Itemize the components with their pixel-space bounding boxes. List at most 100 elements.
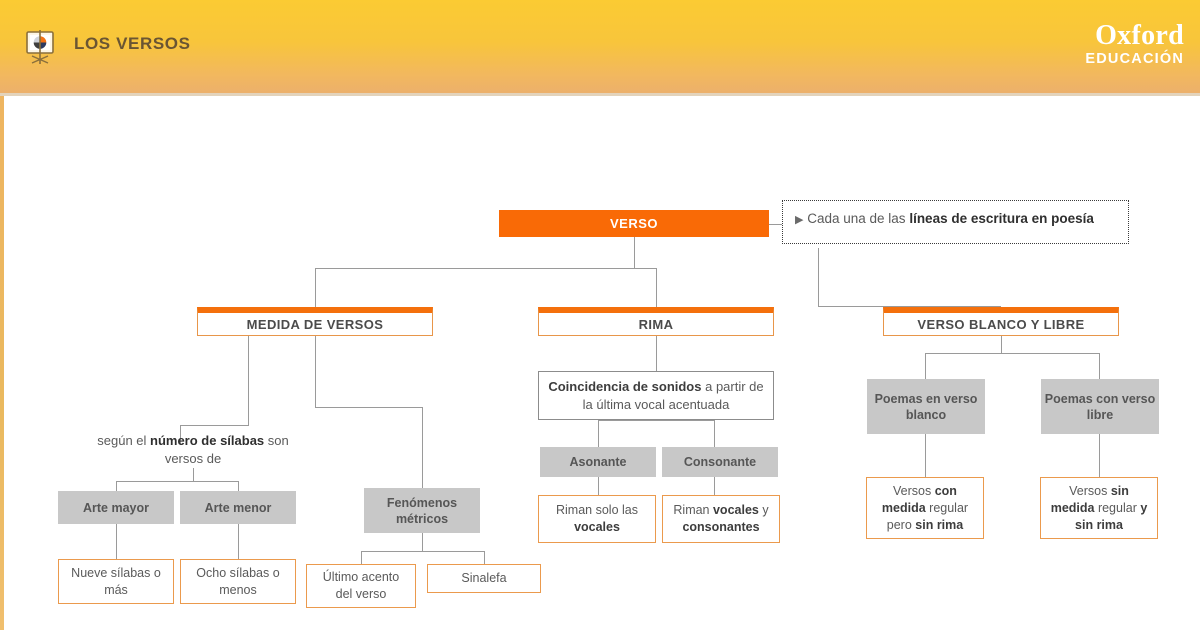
connector-to-fenomenos [422, 407, 423, 488]
leaf-asonante-plain-1: Riman solo las [556, 503, 638, 517]
leaf-libre-bold-1: sin medida [1050, 483, 1129, 515]
callout-bullet-icon: ▶ [795, 214, 804, 226]
node-poemas-verso-blanco[interactable]: Poemas en verso blanco [867, 379, 985, 434]
connector-to-sinalefa [484, 551, 485, 564]
connector-arte-mayor-leaf [116, 524, 117, 559]
oxford-logo-subtitle: EDUCACIÓN [1085, 51, 1184, 67]
concept-map-canvas: VERSO ▶ Cada una de las líneas de escrit… [0, 96, 1200, 630]
node-verso-blanco-y-libre[interactable]: VERSO BLANCO Y LIBRE [883, 307, 1119, 336]
node-arte-mayor[interactable]: Arte mayor [58, 491, 174, 524]
page-title: LOS VERSOS [74, 34, 191, 53]
connector-to-verso-blanco [818, 306, 1001, 307]
leaf-blanco-bold-2: sin rima [915, 517, 964, 532]
connector-asonante-leaf [598, 477, 599, 495]
page-header: LOS VERSOS Oxford EDUCACIÓN [0, 0, 1200, 93]
node-rima-definition: Coincidencia de sonidos a partir de la ú… [538, 371, 774, 420]
leaf-consonante-bold-2: consonantes [682, 520, 760, 534]
node-verso-root[interactable]: VERSO [499, 210, 769, 237]
connector-root-stem [634, 237, 635, 268]
callout-text-plain: Cada una de las [807, 211, 910, 226]
connector-to-rima [656, 268, 657, 307]
leaf-consonante-plain-1: Riman [673, 503, 713, 517]
node-poemas-verso-libre[interactable]: Poemas con verso libre [1041, 379, 1159, 434]
node-arte-menor-label: Arte menor [204, 500, 272, 515]
node-consonante-label: Consonante [683, 455, 757, 469]
leaf-sinalefa-text: Sinalefa [461, 571, 507, 585]
connector-to-ultimo-acento [361, 551, 362, 564]
leaf-poemas-libre-desc[interactable]: Versos sin medida regular y sin rima [1040, 477, 1158, 539]
connector-rima-stem [656, 336, 657, 371]
node-consonante[interactable]: Consonante [662, 447, 778, 477]
node-verso-blanco-label: VERSO BLANCO Y LIBRE [917, 316, 1085, 332]
leaf-ocho-silabas[interactable]: Ocho sílabas o menos [180, 559, 296, 604]
node-arte-menor[interactable]: Arte menor [180, 491, 296, 524]
node-poemas-libre-label: Poemas con verso libre [1044, 391, 1156, 422]
node-asonante[interactable]: Asonante [540, 447, 656, 477]
node-fenomenos-label: Fenómenos métricos [386, 495, 458, 526]
connector-arte-menor-leaf [238, 524, 239, 559]
leaf-asonante-desc[interactable]: Riman solo las vocales [538, 495, 656, 543]
node-fenomenos-metricos[interactable]: Fenómenos métricos [364, 488, 480, 533]
leaf-libre-plain-1: Versos [1069, 483, 1111, 498]
connector-consonante-leaf [714, 477, 715, 495]
oxford-logo-word: Oxford [1095, 20, 1184, 51]
node-verso-root-label: VERSO [609, 216, 658, 231]
leaf-poemas-blanco-desc[interactable]: Versos con medida regular pero sin rima [866, 477, 984, 539]
leaf-consonante-desc[interactable]: Riman vocales y consonantes [662, 495, 780, 543]
connector-root-bar [315, 268, 656, 269]
leaf-libre-bold-2: y sin rima [1075, 500, 1148, 532]
leaf-nueve-silabas-text: Nueve sílabas o más [71, 565, 161, 597]
connector-consonante [714, 420, 715, 447]
leaf-asonante-bold-1: vocales [574, 520, 620, 534]
connector-to-arte-menor [238, 481, 239, 491]
connector-medida-left [248, 336, 249, 426]
note-numero-de-silabas: según el número de sílabas son versos de [93, 432, 293, 468]
node-medida-de-versos[interactable]: MEDIDA DE VERSOS [197, 307, 433, 336]
note-plain-1: según el [97, 433, 151, 448]
node-rima-label: RIMA [638, 316, 674, 332]
connector-medida-right-h [315, 407, 423, 408]
connector-root-to-callout [769, 224, 783, 225]
rima-definition-bold: Coincidencia de sonidos [548, 378, 702, 394]
leaf-blanco-plain-1: Versos [893, 483, 935, 498]
leaf-ultimo-acento[interactable]: Último acento del verso [306, 564, 416, 608]
connector-blanco-stem [1001, 336, 1002, 354]
header-divider [0, 93, 1200, 96]
node-asonante-label: Asonante [569, 455, 627, 469]
connector-to-arte-mayor [116, 481, 117, 491]
leaf-consonante-bold-1: vocales [712, 503, 759, 517]
connector-poemas-libre-leaf [1099, 434, 1100, 477]
connector-blanco-bar [925, 353, 1100, 354]
connector-rima-def-bar [598, 420, 715, 421]
connector-arte-bar [116, 481, 239, 482]
leaf-libre-plain-2: regular [1094, 500, 1141, 515]
leaf-sinalefa[interactable]: Sinalefa [427, 564, 541, 593]
connector-to-poemas-blanco [925, 353, 926, 379]
node-arte-mayor-label: Arte mayor [83, 500, 149, 515]
connector-asonante [598, 420, 599, 447]
connector-to-poemas-libre [1099, 353, 1100, 379]
leaf-ultimo-acento-text: Último acento del verso [322, 570, 400, 601]
note-plain-2: son versos de [164, 433, 289, 466]
connector-medida-left-h [180, 425, 249, 426]
note-bold-1: número de sílabas [150, 433, 265, 448]
connector-medida-right [315, 336, 316, 408]
node-poemas-blanco-label: Poemas en verso blanco [874, 391, 978, 422]
connector-medida-left-drop [180, 425, 181, 445]
connector-poemas-blanco-leaf [925, 434, 926, 477]
leaf-nueve-silabas[interactable]: Nueve sílabas o más [58, 559, 174, 604]
left-edge-strip [0, 96, 4, 630]
leaf-ocho-silabas-text: Ocho sílabas o menos [196, 565, 280, 597]
leaf-blanco-bold-1: con medida [881, 483, 957, 515]
node-rima[interactable]: RIMA [538, 307, 774, 336]
connector-fenomenos-bar [361, 551, 484, 552]
connector-to-medida [315, 268, 316, 307]
node-medida-label: MEDIDA DE VERSOS [246, 316, 384, 332]
leaf-blanco-plain-2: regular pero [886, 500, 969, 532]
connector-fenomenos-stem [422, 533, 423, 551]
oxford-logo: Oxford EDUCACIÓN [1085, 22, 1184, 68]
connector-nota-stem [193, 468, 194, 481]
presentation-easel-icon [20, 26, 60, 66]
rima-definition-plain: a partir de la última vocal acentuada [582, 378, 764, 412]
